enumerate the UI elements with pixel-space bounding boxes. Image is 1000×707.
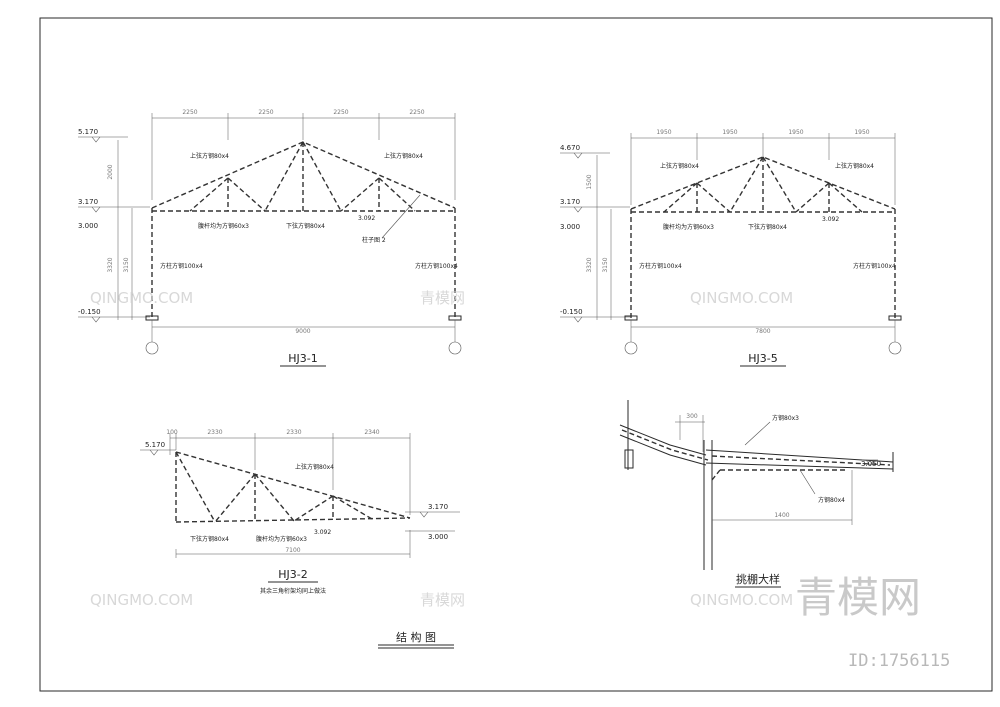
hj32-subtitle: 其余三角桁架均同上做法: [260, 587, 326, 595]
hj31-label-note: 柱子图 2: [362, 236, 386, 244]
hj31-elev-chord: 3.092: [358, 215, 375, 222]
hj35-elev-mid2: 3.000: [560, 223, 580, 231]
truss-hj3-1: 2250 2250 2250 2250 2000 3320 3150 5.170…: [78, 109, 462, 367]
canopy-label-bottom: 方钢80x4: [818, 496, 845, 504]
canopy-dim-bottom: 1400: [774, 512, 789, 519]
watermark-cn-2: 青模网: [420, 591, 465, 609]
hj32-elev-right2: 3.000: [428, 533, 448, 541]
hj32-label-bottom: 下弦方钢80x4: [190, 535, 229, 543]
hj32-label-web: 腹杆均为方钢60x3: [256, 535, 307, 543]
watermark-cn-1: 青模网: [420, 289, 465, 307]
watermark-text-4: QINGMO.COM: [690, 591, 793, 609]
hj35-label-col-right: 方柱方钢100x4: [853, 262, 896, 270]
truss-hj3-5: 1950 1950 1950 1950 1500 3320 3150 4.670…: [560, 129, 902, 367]
hj31-title: HJ3-1: [288, 352, 317, 365]
hj35-dim-1: 1950: [656, 129, 671, 136]
hj31-span: 9000: [295, 328, 310, 335]
hj31-elev-top: 5.170: [78, 128, 98, 136]
sheet-title: 结 构 图: [396, 630, 436, 644]
hj35-dim-2: 1950: [722, 129, 737, 136]
hj35-title: HJ3-5: [748, 352, 777, 365]
hj35-dim-left-3: 3150: [602, 257, 609, 272]
hj35-elev-chord: 3.092: [822, 216, 839, 223]
hj32-elev-top: 5.170: [145, 441, 165, 449]
hj31-label-bottom: 下弦方钢80x4: [286, 222, 325, 230]
hj31-label-col-right: 方柱方钢100x4: [415, 262, 458, 270]
hj32-dim-3: 2330: [286, 429, 301, 436]
hj35-elev-mid: 3.170: [560, 198, 580, 206]
hj31-dim-3: 2250: [333, 109, 348, 116]
hj32-dim-4: 2340: [364, 429, 379, 436]
hj35-label-web: 腹杆均为方钢60x3: [663, 223, 714, 231]
hj32-title: HJ3-2: [278, 568, 307, 581]
watermark-text-2: QINGMO.COM: [690, 289, 793, 307]
hj35-elev-top: 4.670: [560, 144, 580, 152]
source-id: ID:1756115: [848, 651, 950, 671]
brand-logo-text: 青模网: [795, 573, 921, 622]
hj35-dim-left-1: 1500: [586, 174, 593, 189]
hj31-label-top-right: 上弦方钢80x4: [384, 152, 423, 160]
canopy-dim-top: 300: [686, 413, 698, 420]
hj31-dim-2: 2250: [258, 109, 273, 116]
hj32-elev-chord: 3.092: [314, 529, 331, 536]
hj31-dim-left-2: 3320: [107, 257, 114, 272]
canopy-title: 挑棚大样: [736, 572, 780, 586]
hj35-label-bottom: 下弦方钢80x4: [748, 223, 787, 231]
truss-hj3-2: 100 2330 2330 2340 5.170 3.170 3.000 3.0…: [140, 429, 460, 595]
canopy-label-top: 方钢80x3: [772, 414, 799, 422]
hj31-elev-mid2: 3.000: [78, 222, 98, 230]
hj32-dim-2: 2330: [207, 429, 222, 436]
hj35-label-top-left: 上弦方钢80x4: [660, 162, 699, 170]
hj32-dim-1: 100: [166, 429, 178, 436]
hj31-label-top-left: 上弦方钢80x4: [190, 152, 229, 160]
hj31-dim-left-1: 2000: [107, 164, 114, 179]
hj35-span: 7800: [755, 328, 770, 335]
watermarks: QINGMO.COM 青模网 QINGMO.COM QINGMO.COM 青模网…: [90, 289, 793, 609]
hj31-label-web: 腹杆均为方钢60x3: [198, 222, 249, 230]
hj32-elev-right: 3.170: [428, 503, 448, 511]
watermark-text-1: QINGMO.COM: [90, 289, 193, 307]
drawing-frame: [39, 17, 993, 692]
hj31-label-col-left: 方柱方钢100x4: [160, 262, 203, 270]
hj32-label-top: 上弦方钢80x4: [295, 463, 334, 471]
hj35-label-col-left: 方柱方钢100x4: [639, 262, 682, 270]
hj35-dim-4: 1950: [854, 129, 869, 136]
hj35-dim-3: 1950: [788, 129, 803, 136]
hj31-elev-mid: 3.170: [78, 198, 98, 206]
canopy-elev: 3.050: [861, 460, 881, 468]
hj35-label-top-right: 上弦方钢80x4: [835, 162, 874, 170]
hj32-span: 7100: [285, 547, 300, 554]
canopy-detail: 300 3.050 方钢80x3 方钢80x4 1400 挑棚大样: [619, 400, 894, 588]
hj31-elev-bot: -0.150: [78, 308, 101, 316]
hj35-dim-left-2: 3320: [586, 257, 593, 272]
hj35-elev-bot: -0.150: [560, 308, 583, 316]
hj31-dim-left-3: 3150: [123, 257, 130, 272]
watermark-text-3: QINGMO.COM: [90, 591, 193, 609]
hj31-dim-1: 2250: [182, 109, 197, 116]
hj31-dim-4: 2250: [409, 109, 424, 116]
